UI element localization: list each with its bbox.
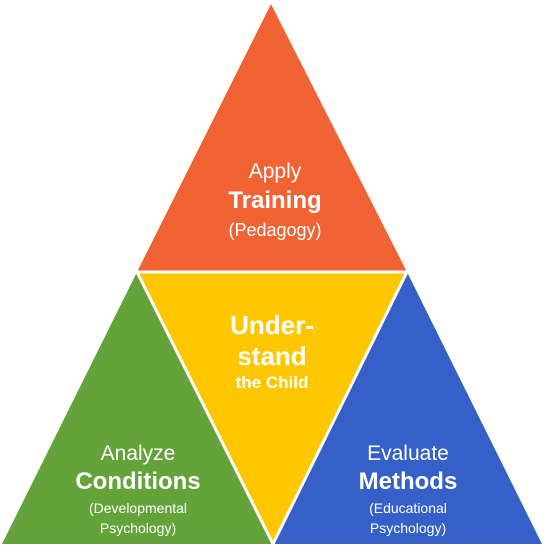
left-sub1: (Developmental <box>88 499 188 516</box>
top-verb: Apply <box>248 160 302 183</box>
right-sub2: Psychology) <box>369 519 447 536</box>
top-label: Apply Training (Pedagogy) <box>175 160 375 240</box>
center-line2: stand <box>237 341 307 372</box>
right-triangle <box>273 272 542 544</box>
right-verb: Evaluate <box>367 442 449 465</box>
left-verb: Analyze <box>100 442 176 465</box>
right-label: Evaluate Methods (Educational Psychology… <box>308 442 508 536</box>
top-sub: (Pedagogy) <box>228 219 322 240</box>
center-label: Under- stand the Child <box>172 310 372 394</box>
left-sub2: Psychology) <box>99 519 177 536</box>
right-noun: Methods <box>358 468 458 496</box>
right-sub1: (Educational <box>369 499 447 516</box>
center-triangle <box>137 272 407 544</box>
left-triangle <box>2 272 273 544</box>
left-label: Analyze Conditions (Developmental Psycho… <box>38 442 238 536</box>
top-triangle <box>137 4 407 272</box>
top-noun: Training <box>228 187 322 215</box>
center-line3: the Child <box>235 373 309 393</box>
left-noun: Conditions <box>75 468 201 496</box>
triangle-dividers <box>135 270 409 545</box>
center-line1: Under- <box>230 310 314 340</box>
